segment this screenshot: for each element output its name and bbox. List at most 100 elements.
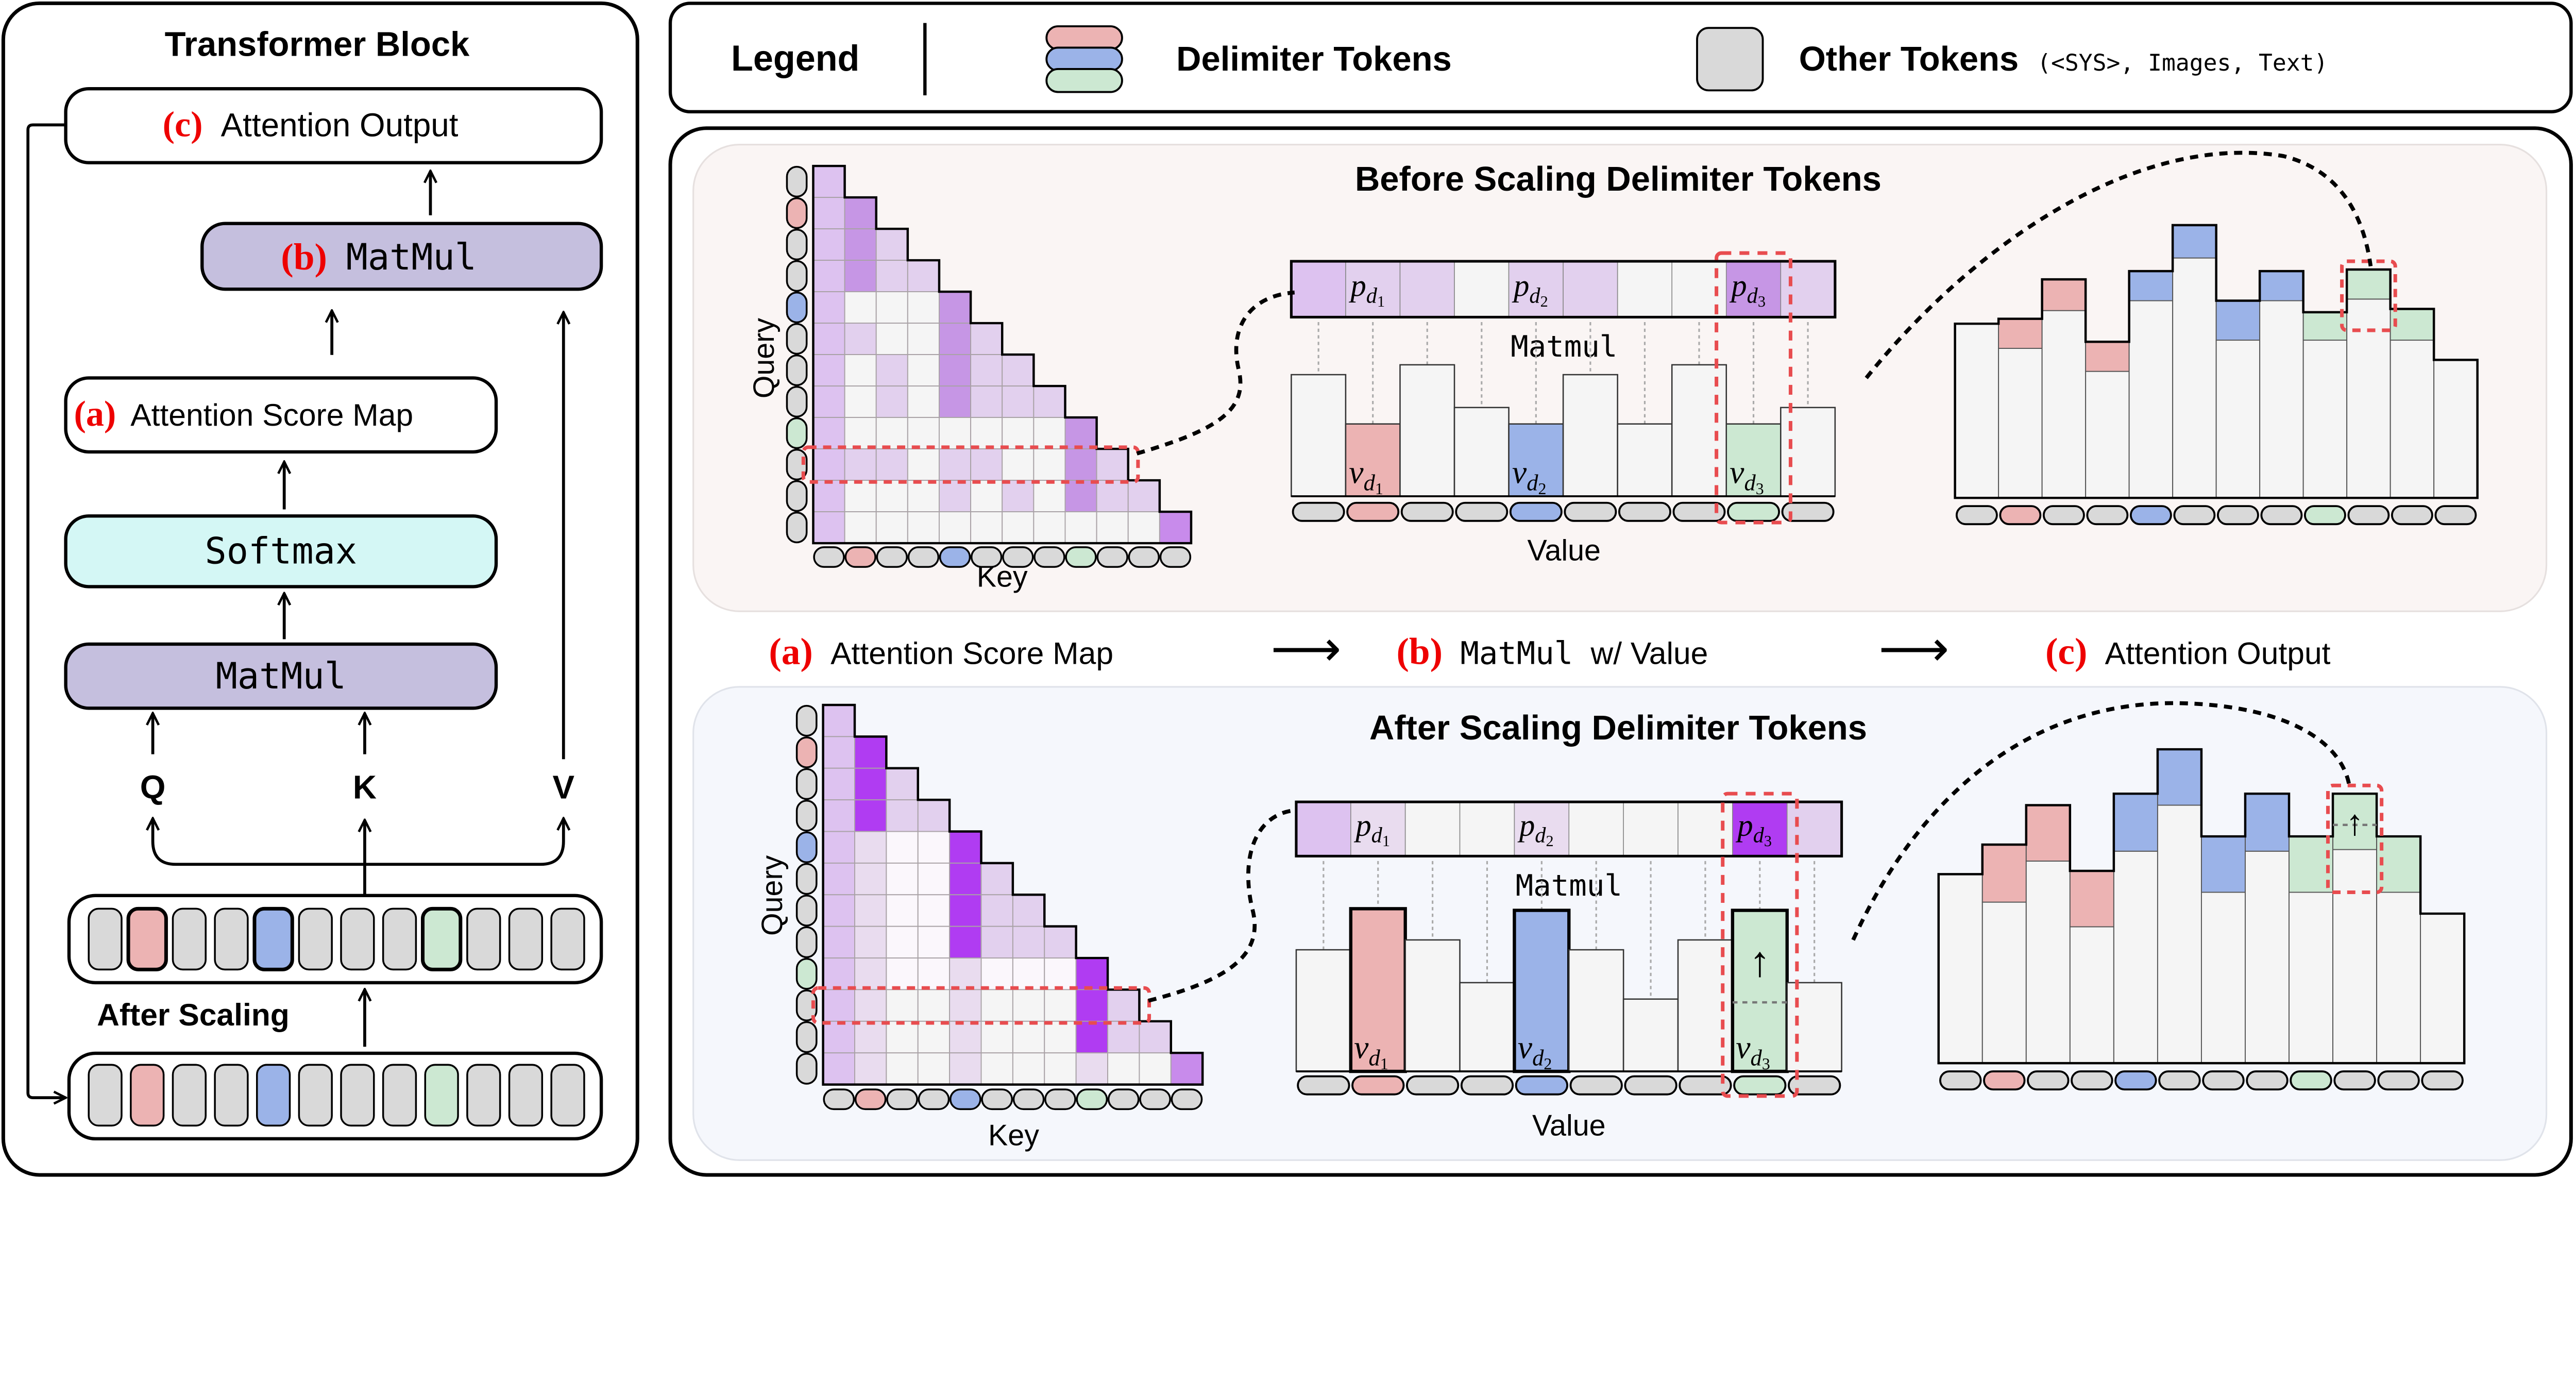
output-bar-delimiter-contribution (2200, 836, 2246, 893)
matmul-b-box: (b) MatMul (200, 222, 603, 291)
p-delimiter-label-index: 3 (1758, 293, 1766, 310)
attention-cell (939, 385, 972, 418)
other-token (172, 1064, 207, 1127)
query-token (795, 704, 818, 737)
p-delimiter-label-letter: p (1517, 808, 1535, 843)
step-c-tag: (c) (2045, 630, 2087, 672)
output-token (2333, 1070, 2376, 1091)
output-token (1955, 505, 1998, 526)
attention-cell (875, 480, 908, 513)
attention-cell (812, 323, 845, 356)
value-token (1624, 1075, 1677, 1096)
attention-cell (812, 165, 845, 198)
attention-output-label: Attention Output (221, 107, 459, 144)
v-delimiter-label: vd1 (1354, 1029, 1388, 1073)
output-bar-delimiter-contribution (2113, 793, 2158, 852)
attention-cell (812, 354, 845, 387)
attention-cell (886, 957, 919, 990)
attention-weight-cell (1508, 261, 1564, 318)
attention-cell (844, 228, 877, 261)
key-token (907, 546, 940, 568)
attention-map-outline (822, 703, 1204, 1086)
query-token (795, 1021, 818, 1053)
attention-cell (854, 926, 887, 959)
score-map-label: Attention Score Map (130, 397, 413, 432)
v-delimiter-label-letter: v (1354, 1029, 1369, 1066)
attention-cell (812, 385, 845, 418)
attention-cell (1096, 511, 1129, 544)
p-delimiter-label: pd3 (1735, 808, 1772, 850)
other-token (382, 1064, 417, 1127)
residual-arrow-icon (26, 123, 65, 1098)
v-delimiter-label-sub: d (1369, 1045, 1381, 1071)
key-token (876, 546, 908, 568)
attention-cell (949, 894, 982, 927)
v-delimiter-label-index: 2 (1538, 480, 1547, 498)
attention-weight-cell (1623, 801, 1679, 857)
p-delimiter-label-sub: d (1747, 284, 1758, 308)
attention-cell (1033, 511, 1066, 544)
output-bar-base (2157, 804, 2202, 1064)
output-bar-base (2420, 913, 2465, 1064)
attention-cell (812, 511, 845, 544)
query-token (786, 511, 808, 544)
output-bar-base (1981, 901, 2027, 1064)
key-token (1139, 1088, 1171, 1111)
other-token (172, 907, 207, 971)
value-bar (1399, 364, 1455, 497)
key-token (1044, 1088, 1076, 1111)
step-c-label: Attention Output (2105, 635, 2331, 670)
attention-cell (822, 704, 855, 737)
attention-cell (949, 1020, 982, 1054)
attention-cell (907, 354, 940, 387)
attention-cell (980, 1020, 1013, 1054)
attention-weight-cell (1459, 801, 1515, 857)
v-label: V (552, 769, 574, 806)
attention-cell (812, 197, 845, 230)
value-token (1515, 1075, 1569, 1096)
attention-cell (886, 799, 919, 832)
matmul-label: MatMul (216, 655, 346, 697)
attention-weight-cell (1786, 801, 1842, 857)
attention-cell (1033, 417, 1066, 450)
transformer-block-title: Transformer Block (165, 25, 470, 63)
svg-text:(a) Attention Score Ma: (a) Attention Score Map (74, 394, 414, 434)
after-key-label: Key (988, 1119, 1039, 1152)
query-token (795, 736, 818, 768)
v-delimiter-label-letter: v (1512, 453, 1527, 490)
p-delimiter-label: pd2 (1512, 268, 1548, 310)
attention-cell (854, 799, 887, 832)
output-token (2071, 1070, 2113, 1091)
attention-cell (949, 831, 982, 864)
output-bar-delimiter-contribution (2157, 749, 2202, 806)
attention-cell (812, 448, 845, 481)
qkv-branch-arrows (153, 818, 564, 866)
attention-cell (949, 862, 982, 896)
p-delimiter-label-index: 3 (1764, 832, 1772, 850)
attention-cell (1159, 511, 1192, 544)
attention-cell (1044, 926, 1077, 959)
highlighted-output-bar (2326, 783, 2384, 895)
step-b-label: w/ Value (1590, 635, 1708, 670)
value-token (1672, 501, 1726, 522)
attention-cell (970, 323, 1003, 356)
attention-cell (970, 448, 1003, 481)
output-bar-base (2302, 340, 2348, 499)
attention-cell (1012, 926, 1045, 959)
attention-cell (917, 926, 951, 959)
attention-cell (886, 926, 919, 959)
after-connector-score-to-matmul (1148, 808, 1297, 1003)
other-token (88, 1064, 123, 1127)
attention-cell (917, 1020, 951, 1054)
attention-cell (917, 1052, 951, 1085)
output-bar-base (1998, 348, 2043, 499)
attention-cell (886, 862, 919, 896)
step-arrow-icon: ⟶ (1878, 621, 1949, 676)
delimiter-token-blue (256, 1064, 291, 1127)
value-bar-delimiter (1731, 909, 1789, 1073)
other-token (508, 907, 544, 971)
attention-cell (1012, 957, 1045, 990)
other-token (298, 907, 333, 971)
